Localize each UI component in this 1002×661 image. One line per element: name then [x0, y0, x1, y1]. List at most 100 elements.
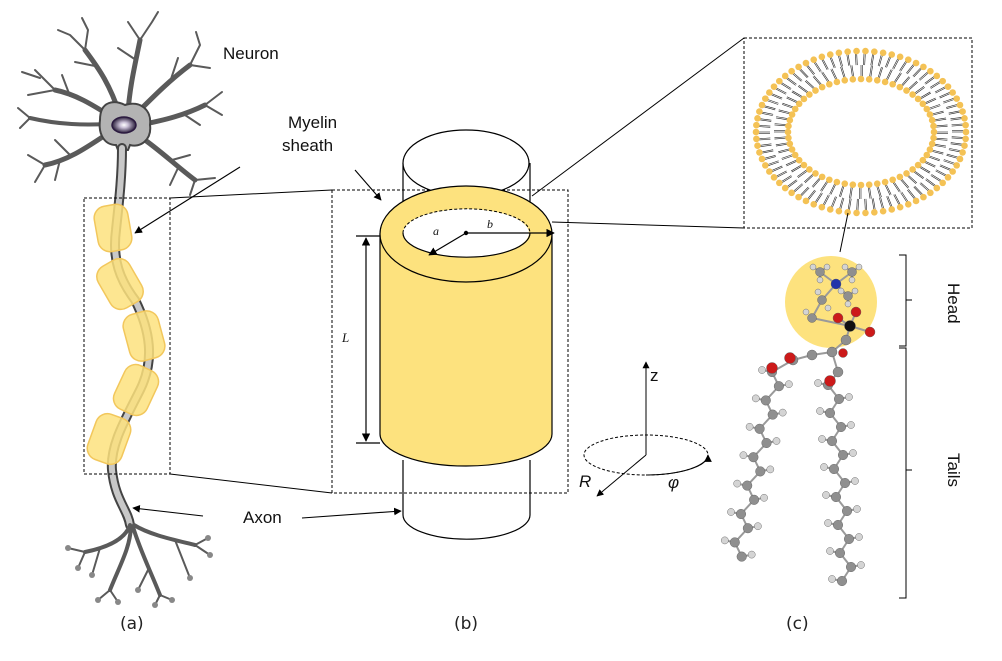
lipid-head [853, 47, 860, 55]
molecule-atom [758, 366, 766, 374]
molecule-atom [736, 509, 747, 520]
lipid-head [795, 63, 802, 71]
lipid-head [912, 197, 920, 205]
myelin-segments [86, 203, 166, 466]
lipid-head [770, 174, 778, 181]
lipid-head [862, 209, 869, 217]
lipid-head [879, 207, 887, 215]
lipid-head [881, 178, 889, 186]
molecule-atom [835, 548, 846, 559]
lipid-head [766, 89, 773, 96]
lipid-head [904, 56, 912, 63]
label-head: Head [944, 283, 963, 324]
molecule-atom [729, 537, 740, 548]
lipid-head [849, 76, 857, 83]
lipid-head [881, 78, 889, 86]
lipid-head [962, 135, 969, 143]
molecule-atom [745, 422, 754, 431]
molecule-atom [850, 306, 862, 318]
molecule-atom [844, 320, 856, 332]
lipid-head [944, 83, 952, 90]
molecule-atom [842, 506, 853, 517]
nucleus [111, 116, 137, 134]
molecule-atom [864, 326, 876, 338]
lipid-head [806, 166, 813, 173]
molecule-atom [817, 295, 827, 305]
molecule-atom [824, 375, 836, 387]
lipid-head [844, 209, 851, 216]
molecule-atom [841, 263, 849, 271]
axon-arrow-a [132, 504, 204, 517]
lipid-head [795, 193, 802, 201]
molecule-atom [844, 300, 852, 308]
myelin-arrow-b [354, 169, 382, 201]
lipid-head [754, 115, 761, 122]
molecule-atom [727, 508, 735, 516]
lipid-head [888, 51, 896, 58]
lipid-head [939, 179, 946, 187]
molecule-atom [851, 477, 859, 485]
lipid-head [961, 115, 968, 122]
molecule-atom [824, 519, 832, 527]
molecule-atom [736, 551, 747, 562]
lipid-head [949, 89, 956, 96]
molecule-atom [846, 562, 857, 573]
molecule-atom [832, 312, 844, 324]
lipid-head [818, 203, 826, 211]
molecule-atom [806, 349, 818, 361]
lipid-head [810, 56, 818, 63]
molecule-atom [853, 505, 861, 513]
molecule-atom [857, 561, 865, 569]
lipid-head [753, 121, 760, 129]
zoom-box-c [743, 37, 973, 229]
molecule-atom [778, 408, 787, 417]
inner-cylinder-bottom [402, 514, 531, 540]
molecule-atom [838, 348, 848, 358]
molecule-atom [832, 366, 844, 378]
lipid-head [928, 116, 936, 124]
lipid-head [930, 128, 938, 136]
molecule-atom [816, 276, 824, 284]
zoom-box-a [83, 197, 171, 475]
molecule-atom [742, 523, 753, 534]
lipid-head [926, 146, 934, 153]
lipid-head [791, 151, 799, 159]
lipid-head [818, 83, 826, 91]
molecule-atom [840, 334, 852, 346]
lipid-head [888, 206, 896, 213]
zoom-lines-ab [169, 189, 333, 494]
lipid-head [754, 142, 761, 149]
label-axis-phi: φ [668, 473, 679, 492]
lipid-head [896, 83, 904, 91]
lipid-head [800, 161, 808, 169]
molecule-atom [809, 263, 817, 271]
molecule-atom [848, 276, 856, 284]
molecule-atom [721, 536, 729, 545]
molecule-atom [733, 479, 742, 488]
head-group-highlight [785, 256, 877, 348]
lipid-head [756, 149, 763, 156]
neuron-panel [17, 11, 223, 608]
molecule-atom [837, 576, 848, 587]
lipid-head [903, 87, 910, 94]
molecule-atom [830, 278, 842, 290]
lipid-head [776, 77, 783, 85]
lipid-head [756, 108, 763, 115]
lipid-head [785, 122, 792, 130]
lipid-head [766, 168, 773, 175]
molecule-atom [748, 452, 759, 463]
bracket-head [899, 254, 912, 347]
lipid-head [944, 174, 952, 181]
molecule-atom [822, 491, 830, 499]
lipid-head [844, 48, 851, 55]
lipid-head [927, 67, 934, 75]
lipid-head [818, 53, 826, 61]
lipid-panel [743, 37, 973, 229]
lipid-head [835, 207, 843, 215]
lipid-head [959, 108, 966, 115]
lipid-head [920, 63, 927, 71]
lipid-head [871, 209, 878, 216]
lipid-head [800, 95, 808, 103]
lipid-head [786, 140, 794, 148]
lipid-head [904, 201, 912, 208]
